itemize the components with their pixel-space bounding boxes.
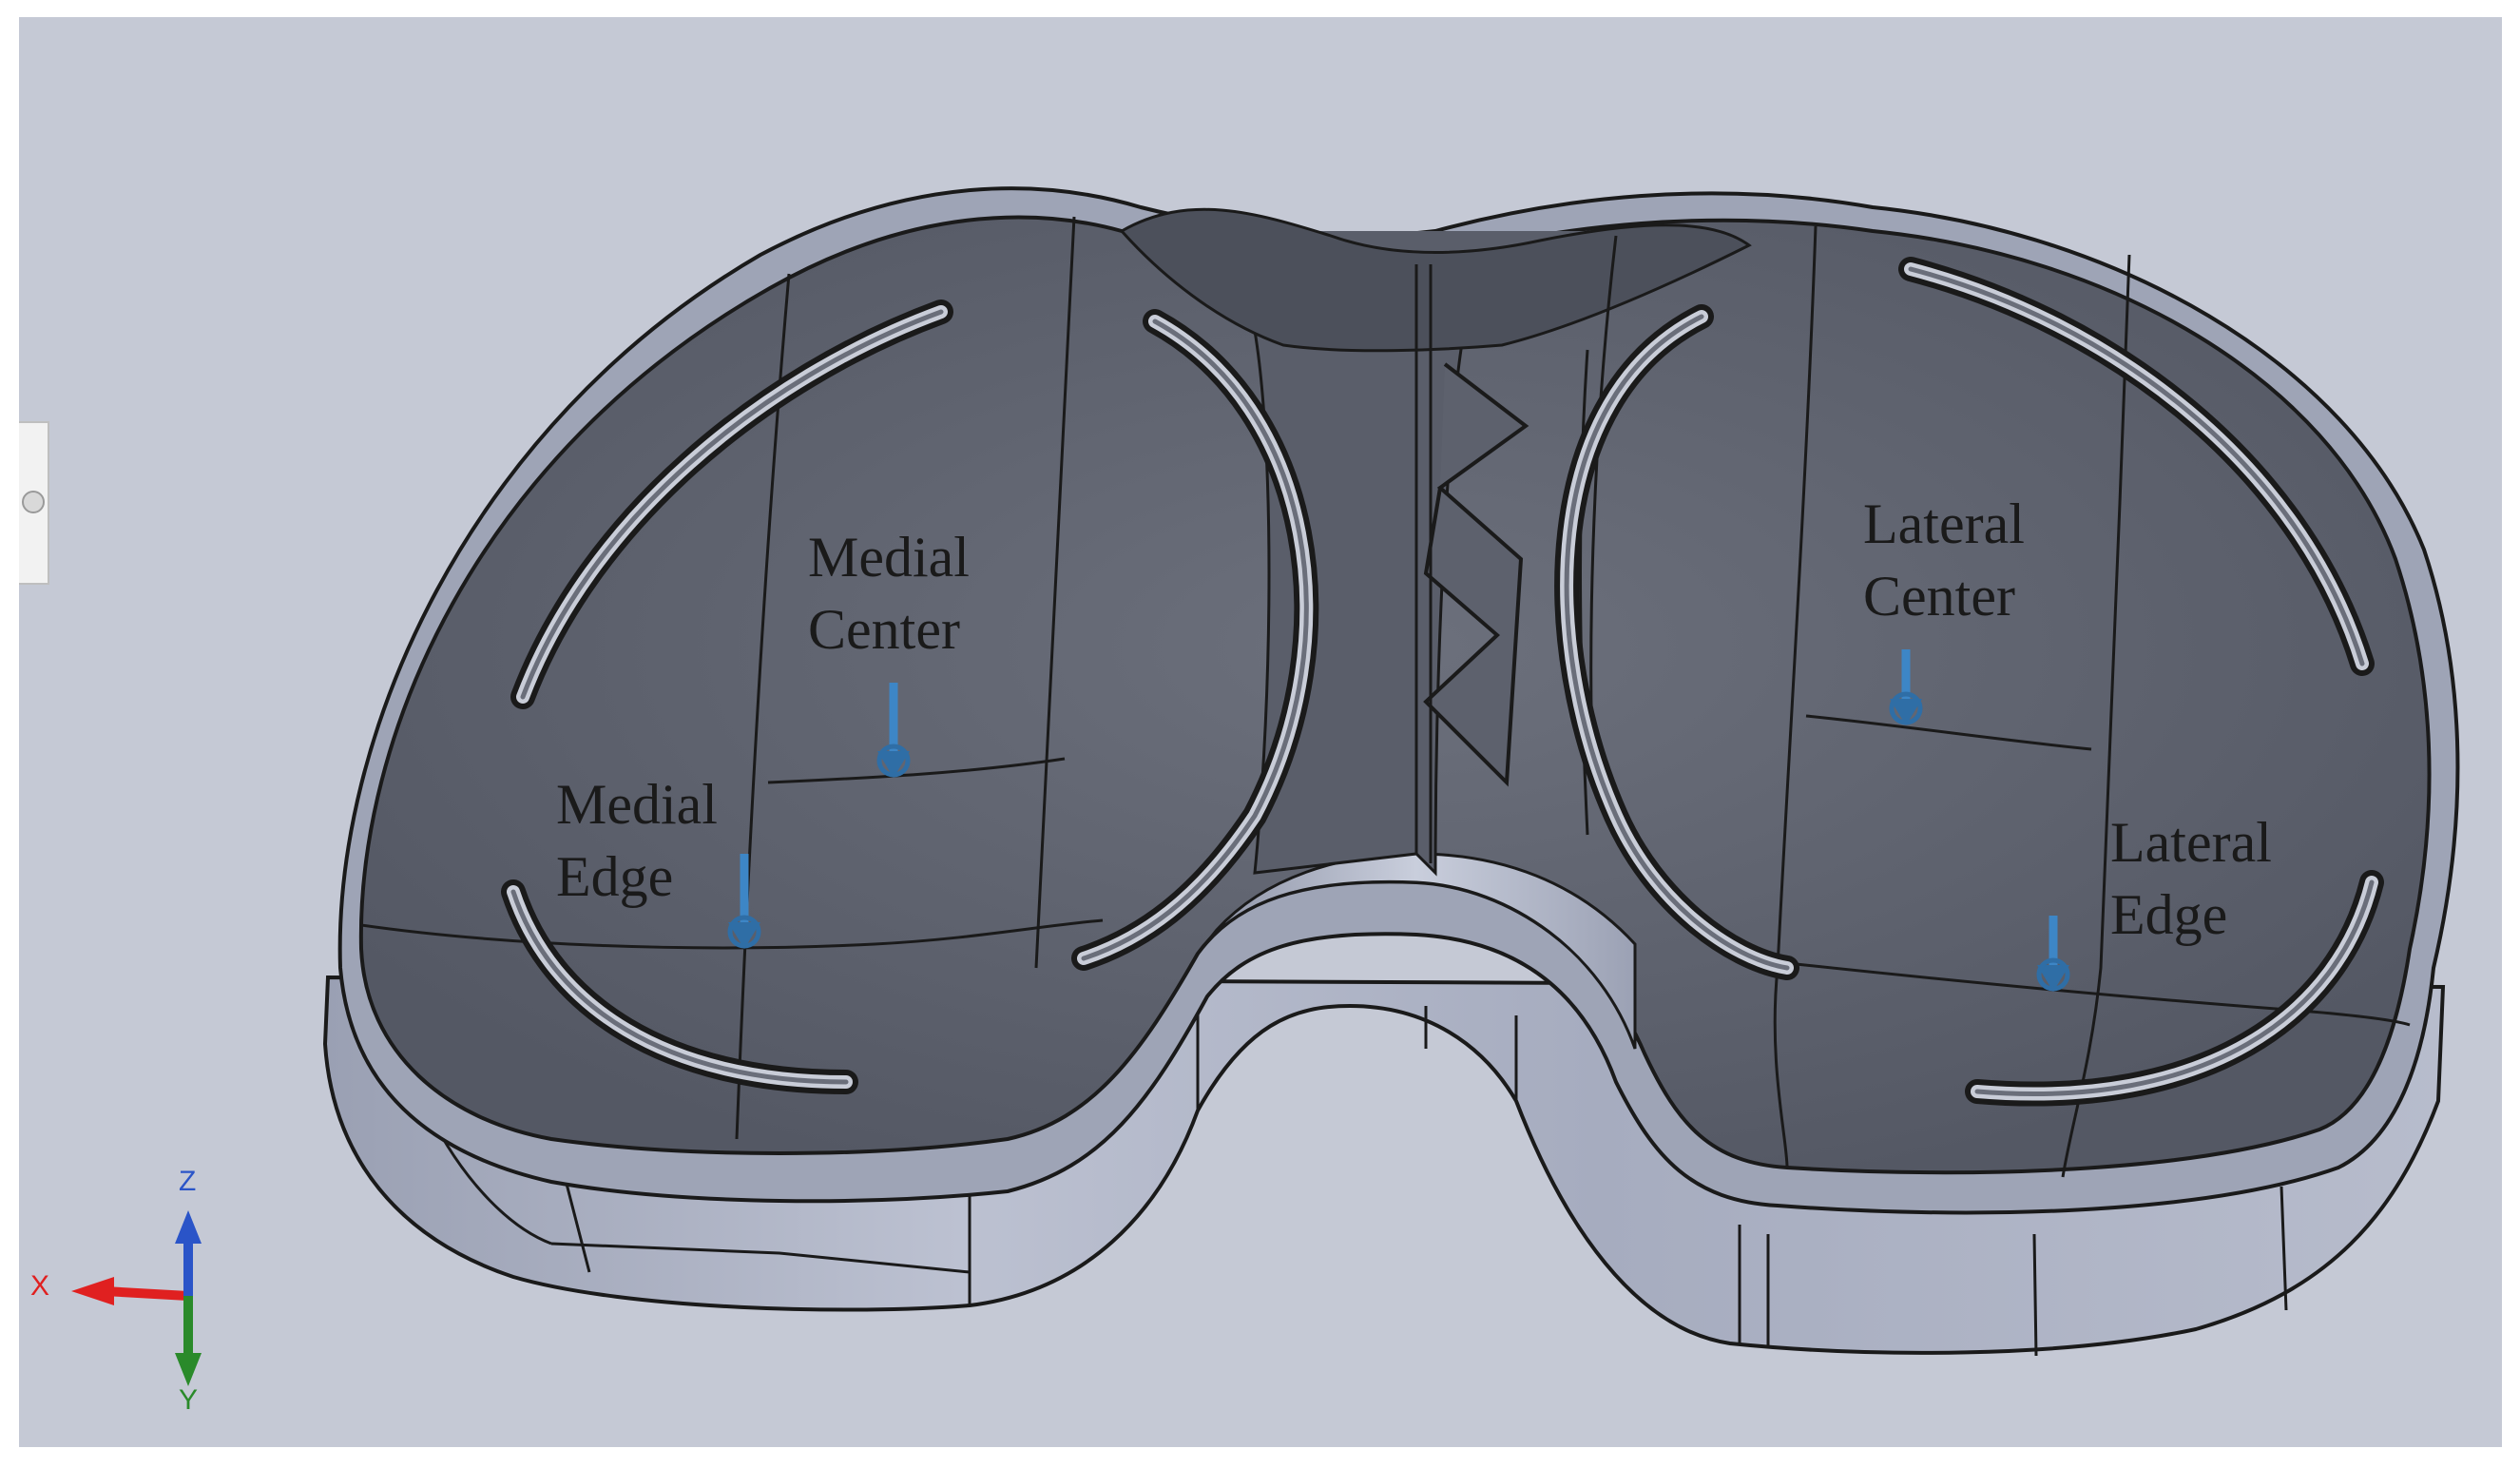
label-lateral-center: Lateral Center	[1863, 488, 2025, 632]
label-medial-edge: Medial Edge	[556, 768, 718, 913]
label-lateral-center-line1: Lateral	[1863, 493, 2025, 555]
label-lateral-center-line2: Center	[1863, 565, 2015, 628]
tibial-insert-model[interactable]	[19, 17, 2502, 1447]
label-medial-center-line1: Medial	[808, 526, 970, 589]
load-arrow-medial-edge	[727, 854, 761, 949]
label-lateral-edge-line2: Edge	[2110, 883, 2228, 946]
grooves	[501, 257, 2384, 1107]
label-medial-center: Medial Center	[808, 521, 970, 666]
label-medial-edge-line1: Medial	[556, 773, 718, 836]
load-arrow-lateral-center	[1889, 649, 1923, 725]
load-arrow-medial-center	[876, 683, 911, 778]
label-lateral-edge-line1: Lateral	[2110, 811, 2272, 874]
triad-z-label: Z	[179, 1166, 197, 1197]
side-panel-tab[interactable]	[19, 421, 49, 585]
coordinate-triad	[71, 1210, 202, 1386]
panel-toggle-icon[interactable]	[22, 491, 45, 513]
model-viewport[interactable]: Medial Center Medial Edge Lateral Center…	[19, 17, 2502, 1447]
label-medial-edge-line2: Edge	[556, 845, 674, 908]
center-key	[1423, 362, 1529, 787]
load-arrow-lateral-edge	[2036, 916, 2070, 992]
label-lateral-edge: Lateral Edge	[2110, 806, 2272, 951]
triad-y-label: Y	[179, 1384, 199, 1416]
label-medial-center-line2: Center	[808, 598, 960, 661]
triad-x-label: X	[30, 1270, 50, 1302]
